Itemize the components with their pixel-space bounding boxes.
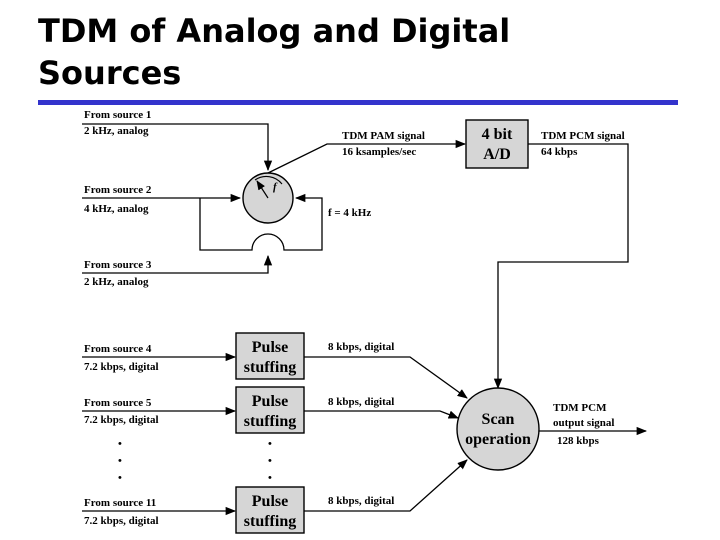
pulse-stuffing-box-1: [235, 332, 305, 380]
source-4-label: From source 4: [84, 343, 152, 355]
title-underline: [38, 100, 678, 105]
feedback-loop-line: [199, 193, 323, 251]
source-3-rate: 2 kHz, analog: [84, 276, 149, 288]
scan-operation-line1: Scan: [482, 411, 515, 428]
digital-line-2: [304, 410, 459, 419]
digital-line-1: [304, 356, 468, 399]
pulse-stuffing-1-line2: stuffing: [244, 359, 296, 376]
pcm-signal-line: [493, 143, 629, 390]
source-4-rate: 7.2 kbps, digital: [84, 361, 159, 373]
pulse-stuffing-3-line1: Pulse: [252, 493, 288, 510]
source-1-label: From source 1: [84, 109, 151, 121]
digital-line-3: [304, 459, 468, 512]
digital-rate-label-1: 8 kbps, digital: [328, 341, 394, 353]
pcm-signal-rate: 64 kbps: [541, 146, 578, 158]
slide-title: TDM of Analog and Digital Sources: [38, 10, 678, 94]
output-signal-line2: output signal: [553, 417, 614, 429]
scan-operation-line2: operation: [465, 431, 531, 448]
source-11-rate: 7.2 kbps, digital: [84, 515, 159, 527]
source-3-line: [82, 254, 273, 274]
source-11-label: From source 11: [84, 497, 156, 509]
commutator-arm: [256, 180, 269, 199]
commutator-symbol: f: [273, 181, 278, 193]
output-signal-line1: TDM PCM: [553, 402, 607, 414]
source-5-rate: 7.2 kbps, digital: [84, 414, 159, 426]
ellipsis-dot: •: [268, 438, 272, 450]
pulse-stuffing-3-line2: stuffing: [244, 513, 296, 530]
pulse-stuffing-2-line2: stuffing: [244, 413, 296, 430]
source-1-rate: 2 kHz, analog: [84, 125, 149, 137]
digital-rate-label-2: 8 kbps, digital: [328, 396, 394, 408]
title-line-2: Sources: [38, 54, 182, 92]
pulse-stuffing-1-line1: Pulse: [252, 339, 288, 356]
pcm-signal-label: TDM PCM signal: [541, 130, 625, 142]
ellipsis-dot: •: [118, 455, 122, 467]
pam-signal-line: [267, 139, 467, 174]
pam-signal-label: TDM PAM signal: [342, 130, 425, 142]
source-3-label: From source 3: [84, 259, 152, 271]
commutator-rotation-arc: [254, 175, 283, 185]
source-1-line: [82, 123, 273, 172]
ellipsis-dot: •: [118, 472, 122, 484]
pulse-stuffing-2-line1: Pulse: [252, 393, 288, 410]
sampling-frequency-label: f = 4 kHz: [328, 207, 371, 219]
ellipsis-dot: •: [118, 438, 122, 450]
adc-label-line2: A/D: [483, 146, 511, 163]
source-5-label: From source 5: [84, 397, 152, 409]
ellipsis-dot: •: [268, 455, 272, 467]
pam-signal-rate: 16 ksamples/sec: [342, 146, 416, 158]
output-signal-rate: 128 kbps: [557, 435, 600, 447]
title-line-1: TDM of Analog and Digital: [38, 12, 511, 50]
adc-label-line1: 4 bit: [482, 126, 513, 143]
scan-operation-circle: [456, 387, 540, 471]
ellipsis-dot: •: [268, 472, 272, 484]
pulse-stuffing-box-3: [235, 486, 305, 534]
pulse-stuffing-box-2: [235, 386, 305, 434]
source-2-label: From source 2: [84, 184, 152, 196]
digital-rate-label-3: 8 kbps, digital: [328, 495, 394, 507]
source-2-rate: 4 kHz, analog: [84, 203, 149, 215]
